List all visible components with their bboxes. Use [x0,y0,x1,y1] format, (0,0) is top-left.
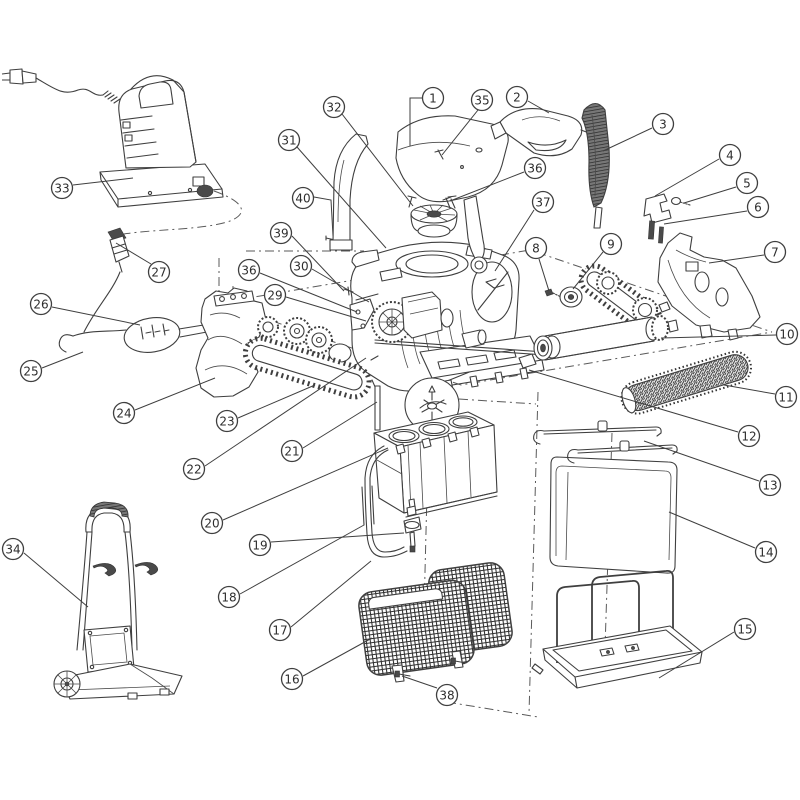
roller-drawing [533,301,679,361]
callout-14: 14 [668,511,778,564]
handle-float-drawing [490,107,590,157]
svg-text:14: 14 [758,546,773,560]
svg-text:25: 25 [23,365,38,379]
callout-37: 37 [494,190,555,272]
svg-text:5: 5 [743,177,751,191]
callout-34: 34 [1,537,89,608]
cable-swivel-drawing [83,227,130,333]
svg-text:29: 29 [267,289,282,303]
callout-5: 5 [683,171,759,204]
svg-text:11: 11 [778,391,793,405]
svg-text:9: 9 [607,238,615,252]
svg-text:4: 4 [726,149,734,163]
svg-text:36: 36 [241,264,256,278]
svg-text:33: 33 [54,182,69,196]
svg-text:35: 35 [474,94,489,108]
callout-16: 16 [280,637,373,691]
callout-31: 31 [277,128,387,249]
power-supply-drawing [1,68,224,208]
bag-frame-pan-drawing [531,569,703,689]
svg-text:22: 22 [186,463,201,477]
callout-30: 30 [289,254,370,303]
callout-4: 4 [654,143,742,197]
callout-12: 12 [528,369,761,448]
callout-36: 36 [449,156,547,202]
callout-19: 19 [248,532,405,557]
callout-27: 27 [115,242,171,284]
svg-text:12: 12 [741,430,756,444]
callout-38: 38 [401,675,459,707]
callout-9: 9 [572,232,623,290]
callout-2: 2 [505,85,550,114]
svg-text:20: 20 [204,517,219,531]
callout-29: 29 [263,283,367,322]
svg-text:27: 27 [151,266,166,280]
filter-bag-drawing [533,420,678,574]
mesh-screens-drawing [358,562,513,683]
callout-21: 21 [280,401,378,463]
callout-23: 23 [215,384,316,433]
callout-36: 36 [237,258,358,313]
svg-text:1: 1 [429,92,437,106]
svg-text:32: 32 [326,101,341,115]
callout-13: 13 [643,440,782,497]
callout-35: 35 [441,88,494,156]
callout-22: 22 [182,357,367,481]
callout-3: 3 [602,112,675,152]
svg-text:18: 18 [221,591,236,605]
svg-text:21: 21 [284,445,299,459]
svg-text:31: 31 [281,134,296,148]
svg-text:16: 16 [284,673,299,687]
svg-text:39: 39 [273,227,288,241]
callout-15: 15 [658,617,757,679]
svg-text:7: 7 [771,246,779,260]
svg-text:13: 13 [762,479,777,493]
svg-text:17: 17 [272,624,287,638]
grip-drawing [581,102,610,229]
svg-text:40: 40 [295,192,310,206]
right-track-drawing [578,263,663,335]
callout-7: 7 [708,240,787,264]
callout-32: 32 [322,95,414,207]
svg-text:10: 10 [779,328,794,342]
hose-drawing [361,445,422,558]
callout-24: 24 [112,377,216,425]
svg-text:36: 36 [527,162,542,176]
callout-40: 40 [291,186,334,237]
callout-33: 33 [50,176,134,200]
screw-pulley-drawing [544,286,583,308]
bracket-screws-drawing [643,193,691,244]
filter-box-drawing [373,377,498,518]
bonnet-handle-drawing [329,115,509,274]
drive-motor-drawing [349,291,546,369]
callout-8: 8 [524,236,550,292]
svg-text:19: 19 [252,539,267,553]
caddy-cart-drawing [53,501,183,700]
callout-10: 10 [660,322,799,346]
callout-6: 6 [663,195,770,225]
svg-text:38: 38 [439,689,454,703]
callout-25: 25 [19,351,84,383]
svg-text:34: 34 [5,543,20,557]
svg-text:37: 37 [535,196,550,210]
svg-text:26: 26 [33,298,48,312]
svg-text:2: 2 [513,91,521,105]
callout-26: 26 [29,292,141,326]
svg-text:6: 6 [754,201,762,215]
callout-1: 1 [409,86,445,146]
svg-text:23: 23 [219,415,234,429]
svg-text:3: 3 [659,118,667,132]
brush-drawing [620,350,753,415]
svg-text:15: 15 [737,623,752,637]
callout-20: 20 [200,447,389,535]
callout-18: 18 [217,524,365,609]
callout-39: 39 [269,221,345,292]
callout-11: 11 [723,384,798,409]
callout-17: 17 [268,560,372,642]
impeller-cap-drawing [407,195,458,238]
svg-text:24: 24 [116,407,131,421]
svg-text:30: 30 [293,260,308,274]
svg-text:8: 8 [532,242,540,256]
